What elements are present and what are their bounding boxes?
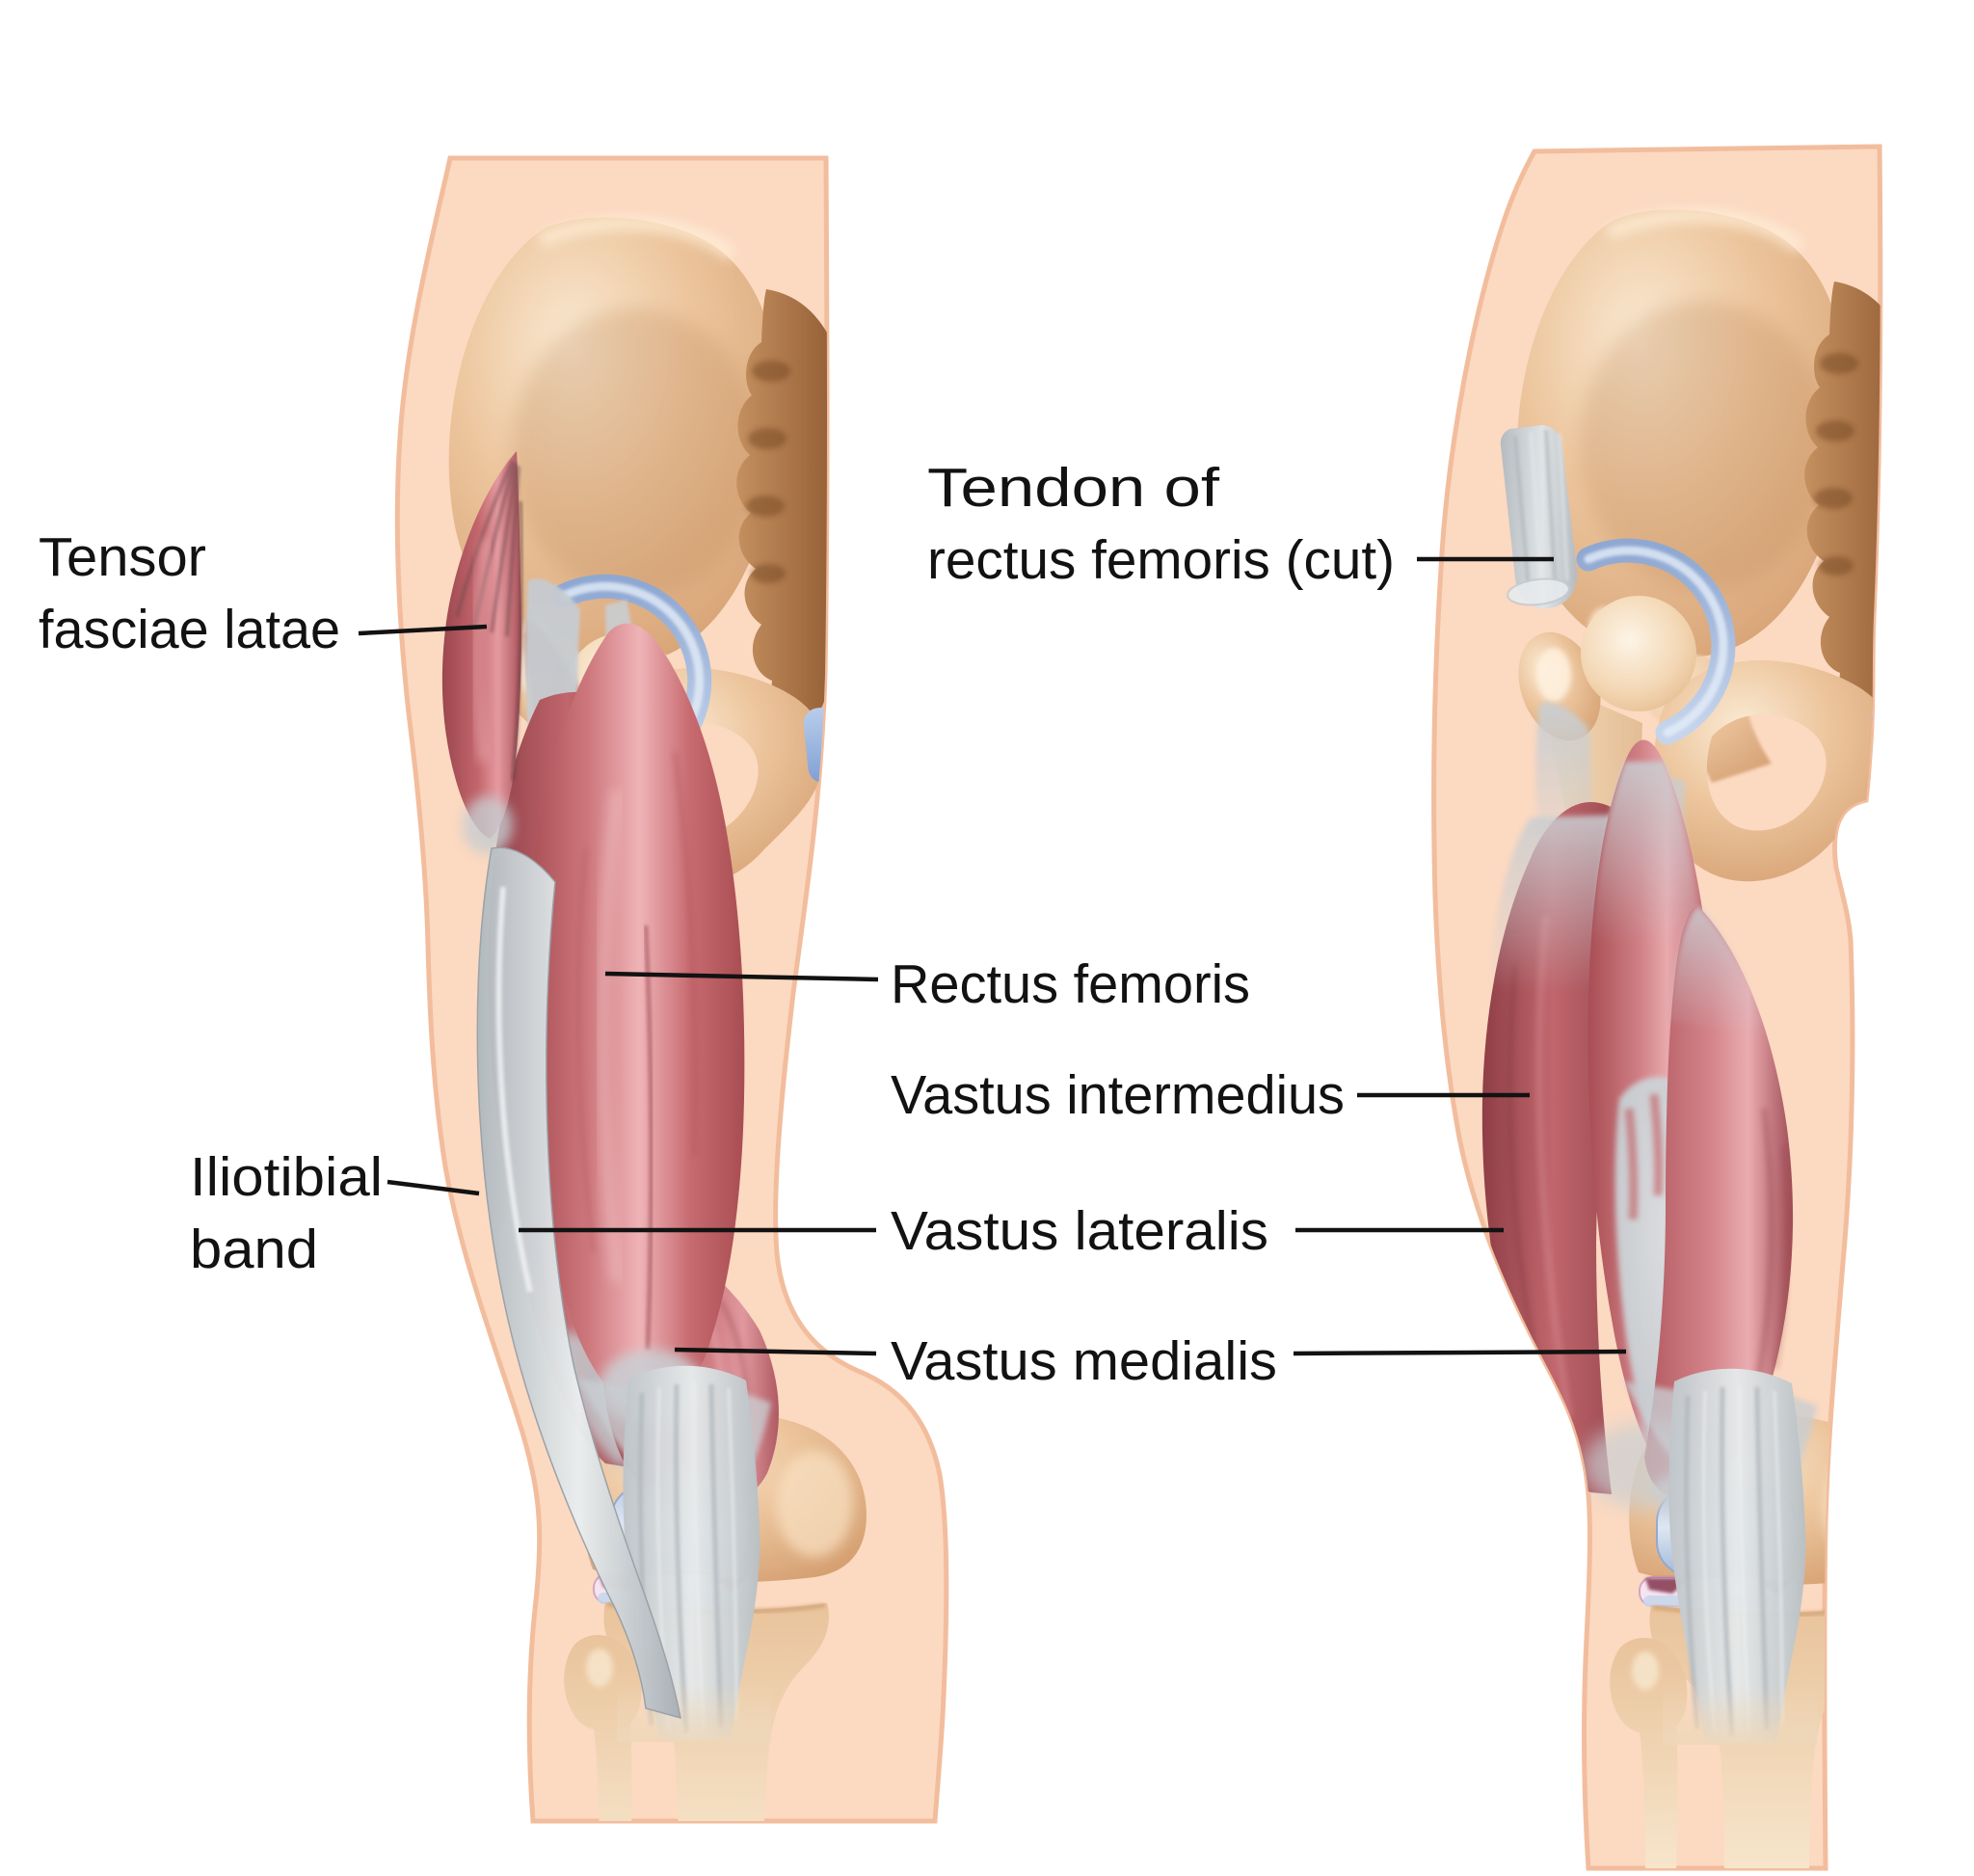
label-iliotibial-band: Iliotibial band [190,1146,480,1280]
femoral-head [1581,596,1696,711]
muscle-tendon-fade [463,796,513,854]
leader-tensor-fasciae-latae [358,624,488,636]
leader-vastus-medialis-left [674,1347,877,1356]
label-text: Tendon of [927,457,1219,519]
iliotibial-band-left [476,846,681,1720]
tfl-origin-striations [455,460,520,637]
rectus-femoris-muscle [526,623,745,1417]
muscle-striation [471,539,492,763]
leader-rectus-femoris [604,971,879,982]
label-rectus-femoris: Rectus femoris [604,953,1250,1015]
tendon-stub-cut-end [1507,577,1570,606]
label-text: Vastus intermedius [891,1064,1345,1126]
muscle-striation [1507,963,1545,1389]
cut-tendon-of-rectus-femoris [1500,425,1578,609]
label-vastus-medialis: Vastus medialis [674,1330,1627,1392]
label-text: Vastus medialis [891,1330,1277,1392]
tendon-stub-striations [1513,429,1569,597]
figure-right [1431,144,1917,1873]
muscle-striation [1753,1108,1774,1389]
label-text: Tensor [39,526,206,588]
leader-vastus-medialis-right [1293,1349,1627,1356]
muscle-origin-fade [1489,815,1623,993]
itb-highlight [495,886,533,1293]
muscle-striation [576,847,596,1254]
trochanter-highlight [1536,648,1571,702]
label-text: Vastus lateralis [891,1200,1268,1262]
label-text: rectus femoris (cut) [927,529,1395,591]
figure-right-contents [1481,210,1917,1873]
label-vastus-intermedius: Vastus intermedius [891,1064,1530,1126]
iliotibial-band-ribbon [476,846,681,1720]
muscle-origin-fade [1669,906,1766,1036]
label-text: Rectus femoris [891,953,1250,1015]
leader-iliotibial-band [387,1179,480,1196]
tensor-fasciae-latae-left [441,451,523,854]
label-text: fasciae latae [39,599,340,660]
tfl-edge-crease [511,500,523,782]
tensor-fasciae-latae-muscle [441,451,521,839]
muscle-striation [643,925,654,1351]
labels-layer: Tensor fasciae latae Iliotibial band Ten… [39,457,1627,1392]
muscle-origin-fade [1592,762,1702,945]
vastus-medialis-muscle [1644,905,1794,1498]
figure-left-contents [442,218,867,1870]
label-tendon-of-rectus-femoris: Tendon of rectus femoris (cut) [927,457,1554,591]
hip-cartilage-shine [1584,546,1728,737]
label-vastus-lateralis: Vastus lateralis [519,1200,1504,1262]
label-text: band [190,1219,318,1280]
figure-left [394,155,949,1870]
muscle-striation [1774,1146,1790,1370]
muscle-striation [597,790,623,1283]
muscle-striation [672,751,698,1158]
label-tensor-fasciae-latae: Tensor fasciae latae [39,526,488,660]
label-text: Iliotibial [190,1146,383,1208]
